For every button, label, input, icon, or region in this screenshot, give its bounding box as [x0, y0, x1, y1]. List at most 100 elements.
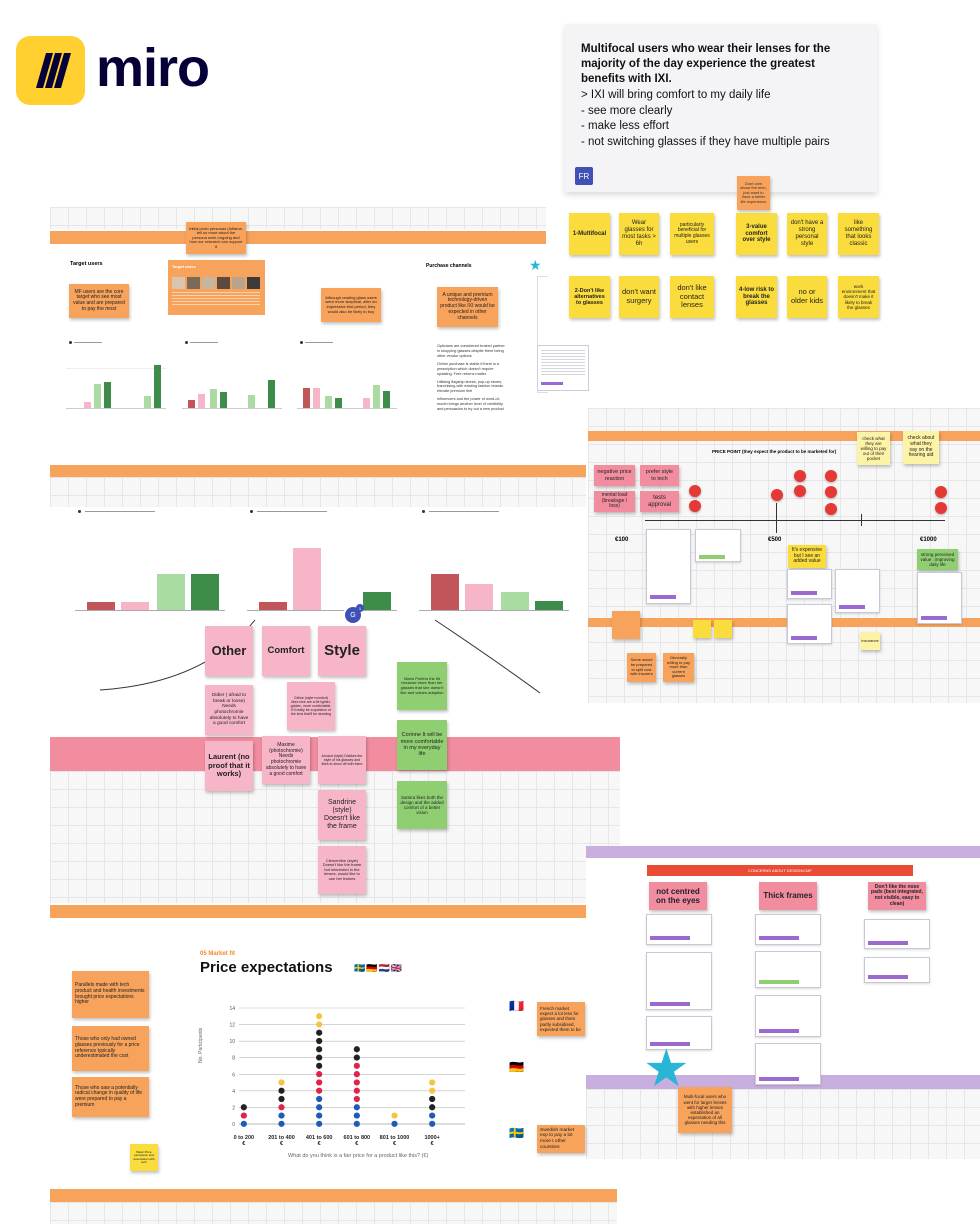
- data-point[interactable]: [278, 1079, 285, 1086]
- data-point[interactable]: [353, 1120, 360, 1127]
- sticky-note[interactable]: particularly beneficial for multiple gla…: [670, 213, 714, 255]
- sticky-note[interactable]: Laurent (no proof that it works): [205, 741, 253, 791]
- quote-card[interactable]: Multifocal users who wear their lenses f…: [565, 24, 877, 192]
- data-point[interactable]: [353, 1087, 360, 1094]
- sticky-note[interactable]: Sandrine (style) Doesn't like the frame: [318, 790, 366, 840]
- quote-card-small[interactable]: [755, 1043, 821, 1085]
- sticky-note[interactable]: Céline (style+comfort) likes nice are a …: [287, 682, 335, 730]
- bottom-frame[interactable]: [50, 1202, 617, 1224]
- quote-card-small[interactable]: [787, 604, 832, 644]
- data-point[interactable]: [353, 1095, 360, 1103]
- quote-card-small[interactable]: [835, 569, 880, 613]
- sticky-note[interactable]: Maxime (photochromie) Needs photochromie…: [262, 736, 310, 784]
- data-point[interactable]: [316, 1087, 323, 1094]
- sticky-note[interactable]: 3-value comfort over style: [736, 213, 777, 255]
- quote-card-small[interactable]: [646, 952, 712, 1010]
- sticky-note[interactable]: Parallels made with tech product and hea…: [72, 971, 149, 1018]
- quote-card-small[interactable]: [755, 951, 821, 988]
- sticky-note[interactable]: don't have a strong personal style: [787, 213, 827, 255]
- quote-card-small[interactable]: [755, 995, 821, 1037]
- red-dot-marker[interactable]: [825, 486, 837, 498]
- data-point[interactable]: [391, 1112, 398, 1119]
- quote-card-small[interactable]: [864, 919, 930, 949]
- sticky-note[interactable]: Didier ( afraid to break or loose) Needs…: [205, 685, 253, 735]
- quote-card-small[interactable]: [864, 957, 930, 983]
- sticky-note[interactable]: work environment that doesn't make it li…: [838, 276, 879, 318]
- star-icon[interactable]: ★: [529, 257, 542, 273]
- data-point[interactable]: [316, 1120, 323, 1127]
- concerns-frame-lower[interactable]: [586, 1089, 980, 1159]
- data-point[interactable]: [353, 1112, 360, 1119]
- quote-card-small[interactable]: [787, 569, 832, 599]
- sticky-note[interactable]: negative price reaction: [594, 465, 635, 486]
- sticky-note[interactable]: strong perceived value : improving daily…: [917, 549, 958, 570]
- data-point[interactable]: [278, 1120, 285, 1127]
- sticky-note[interactable]: mental load (breakage / loss): [594, 491, 635, 512]
- data-point[interactable]: [240, 1120, 247, 1127]
- data-point[interactable]: [316, 1095, 323, 1103]
- red-dot-marker[interactable]: [689, 500, 701, 512]
- data-point[interactable]: [316, 1021, 323, 1028]
- sticky-note[interactable]: Basic Price perception and association w…: [130, 1144, 158, 1171]
- author-avatar[interactable]: FR: [575, 167, 593, 185]
- sticky-note[interactable]: Swedish market exp to pay a lot more t o…: [537, 1125, 585, 1153]
- data-point[interactable]: [240, 1104, 247, 1111]
- sticky-note[interactable]: Arnaud (style) Dislikes the style of his…: [318, 736, 366, 784]
- data-point[interactable]: [316, 1112, 323, 1119]
- data-point[interactable]: [316, 1062, 323, 1069]
- sticky-note[interactable]: Clémentine (style) Doesn't like the fram…: [318, 846, 366, 894]
- quote-card-small[interactable]: [646, 1016, 712, 1050]
- sticky-note[interactable]: Mario Prefers the tilt because more than…: [397, 662, 447, 710]
- sticky-note[interactable]: A unique and premium technology-driven p…: [437, 287, 498, 327]
- data-point[interactable]: [353, 1104, 360, 1111]
- sticky-note[interactable]: like something that looks classic: [838, 213, 879, 255]
- miro-logo[interactable]: miro: [16, 36, 216, 106]
- sticky-note[interactable]: 1-Multifocal: [569, 213, 610, 255]
- opinion-bar-chart[interactable]: [75, 510, 225, 614]
- data-point[interactable]: [240, 1112, 247, 1119]
- data-point[interactable]: [278, 1095, 285, 1103]
- sticky-note[interactable]: Some would be prepared to split cost wit…: [627, 653, 656, 682]
- quote-card-small[interactable]: [695, 529, 741, 562]
- opinion-bar-chart[interactable]: [419, 510, 569, 614]
- mini-bar-chart[interactable]: [66, 340, 166, 410]
- red-dot-marker[interactable]: [689, 485, 701, 497]
- sticky-note[interactable]: 2-Don't like alternatives to glasses: [569, 276, 610, 318]
- persona-header-comfort[interactable]: Comfort: [262, 626, 310, 676]
- concern-header[interactable]: not centred on the eyes: [649, 882, 707, 910]
- data-point[interactable]: [316, 1104, 323, 1111]
- data-point[interactable]: [353, 1054, 360, 1061]
- opinion-bar-chart[interactable]: [247, 510, 397, 614]
- data-point[interactable]: [316, 1071, 323, 1078]
- sticky-note[interactable]: Although reading glass users were more s…: [321, 288, 381, 322]
- persona-frame[interactable]: [50, 477, 586, 507]
- data-point[interactable]: [316, 1013, 323, 1020]
- data-point[interactable]: [353, 1079, 360, 1086]
- sticky-note[interactable]: Wear glasses for most tasks > 6h: [619, 213, 659, 255]
- data-point[interactable]: [353, 1062, 360, 1069]
- data-point[interactable]: [429, 1112, 436, 1119]
- target-users-card[interactable]: Target users: [168, 260, 265, 315]
- sticky-note[interactable]: no or older kids: [787, 276, 827, 318]
- data-point[interactable]: [353, 1046, 360, 1053]
- data-point[interactable]: [429, 1079, 436, 1086]
- sticky-note[interactable]: Initial proto personas (Inflame, tell us…: [186, 222, 246, 254]
- sticky-note[interactable]: prefer style to tech: [640, 465, 679, 486]
- data-point[interactable]: [316, 1037, 323, 1045]
- sticky-note[interactable]: [714, 620, 732, 638]
- red-dot-marker[interactable]: [794, 470, 806, 482]
- quote-card-small[interactable]: [917, 572, 962, 624]
- sticky-note[interactable]: Generally willing to pay more than curre…: [663, 653, 694, 682]
- sticky-note[interactable]: check about what they say on the hearing…: [903, 431, 939, 464]
- data-point[interactable]: [429, 1104, 436, 1111]
- sticky-note[interactable]: insurance: [860, 632, 880, 650]
- sticky-note[interactable]: MF users are the core target who see mos…: [69, 284, 129, 318]
- mini-bar-chart[interactable]: [297, 340, 397, 410]
- red-dot-marker[interactable]: [935, 502, 947, 514]
- sticky-note[interactable]: Corinne It will be more comfortable in m…: [397, 720, 447, 770]
- data-point[interactable]: [278, 1087, 285, 1094]
- data-point[interactable]: [278, 1112, 285, 1119]
- data-point[interactable]: [353, 1071, 360, 1078]
- data-point[interactable]: [316, 1079, 323, 1086]
